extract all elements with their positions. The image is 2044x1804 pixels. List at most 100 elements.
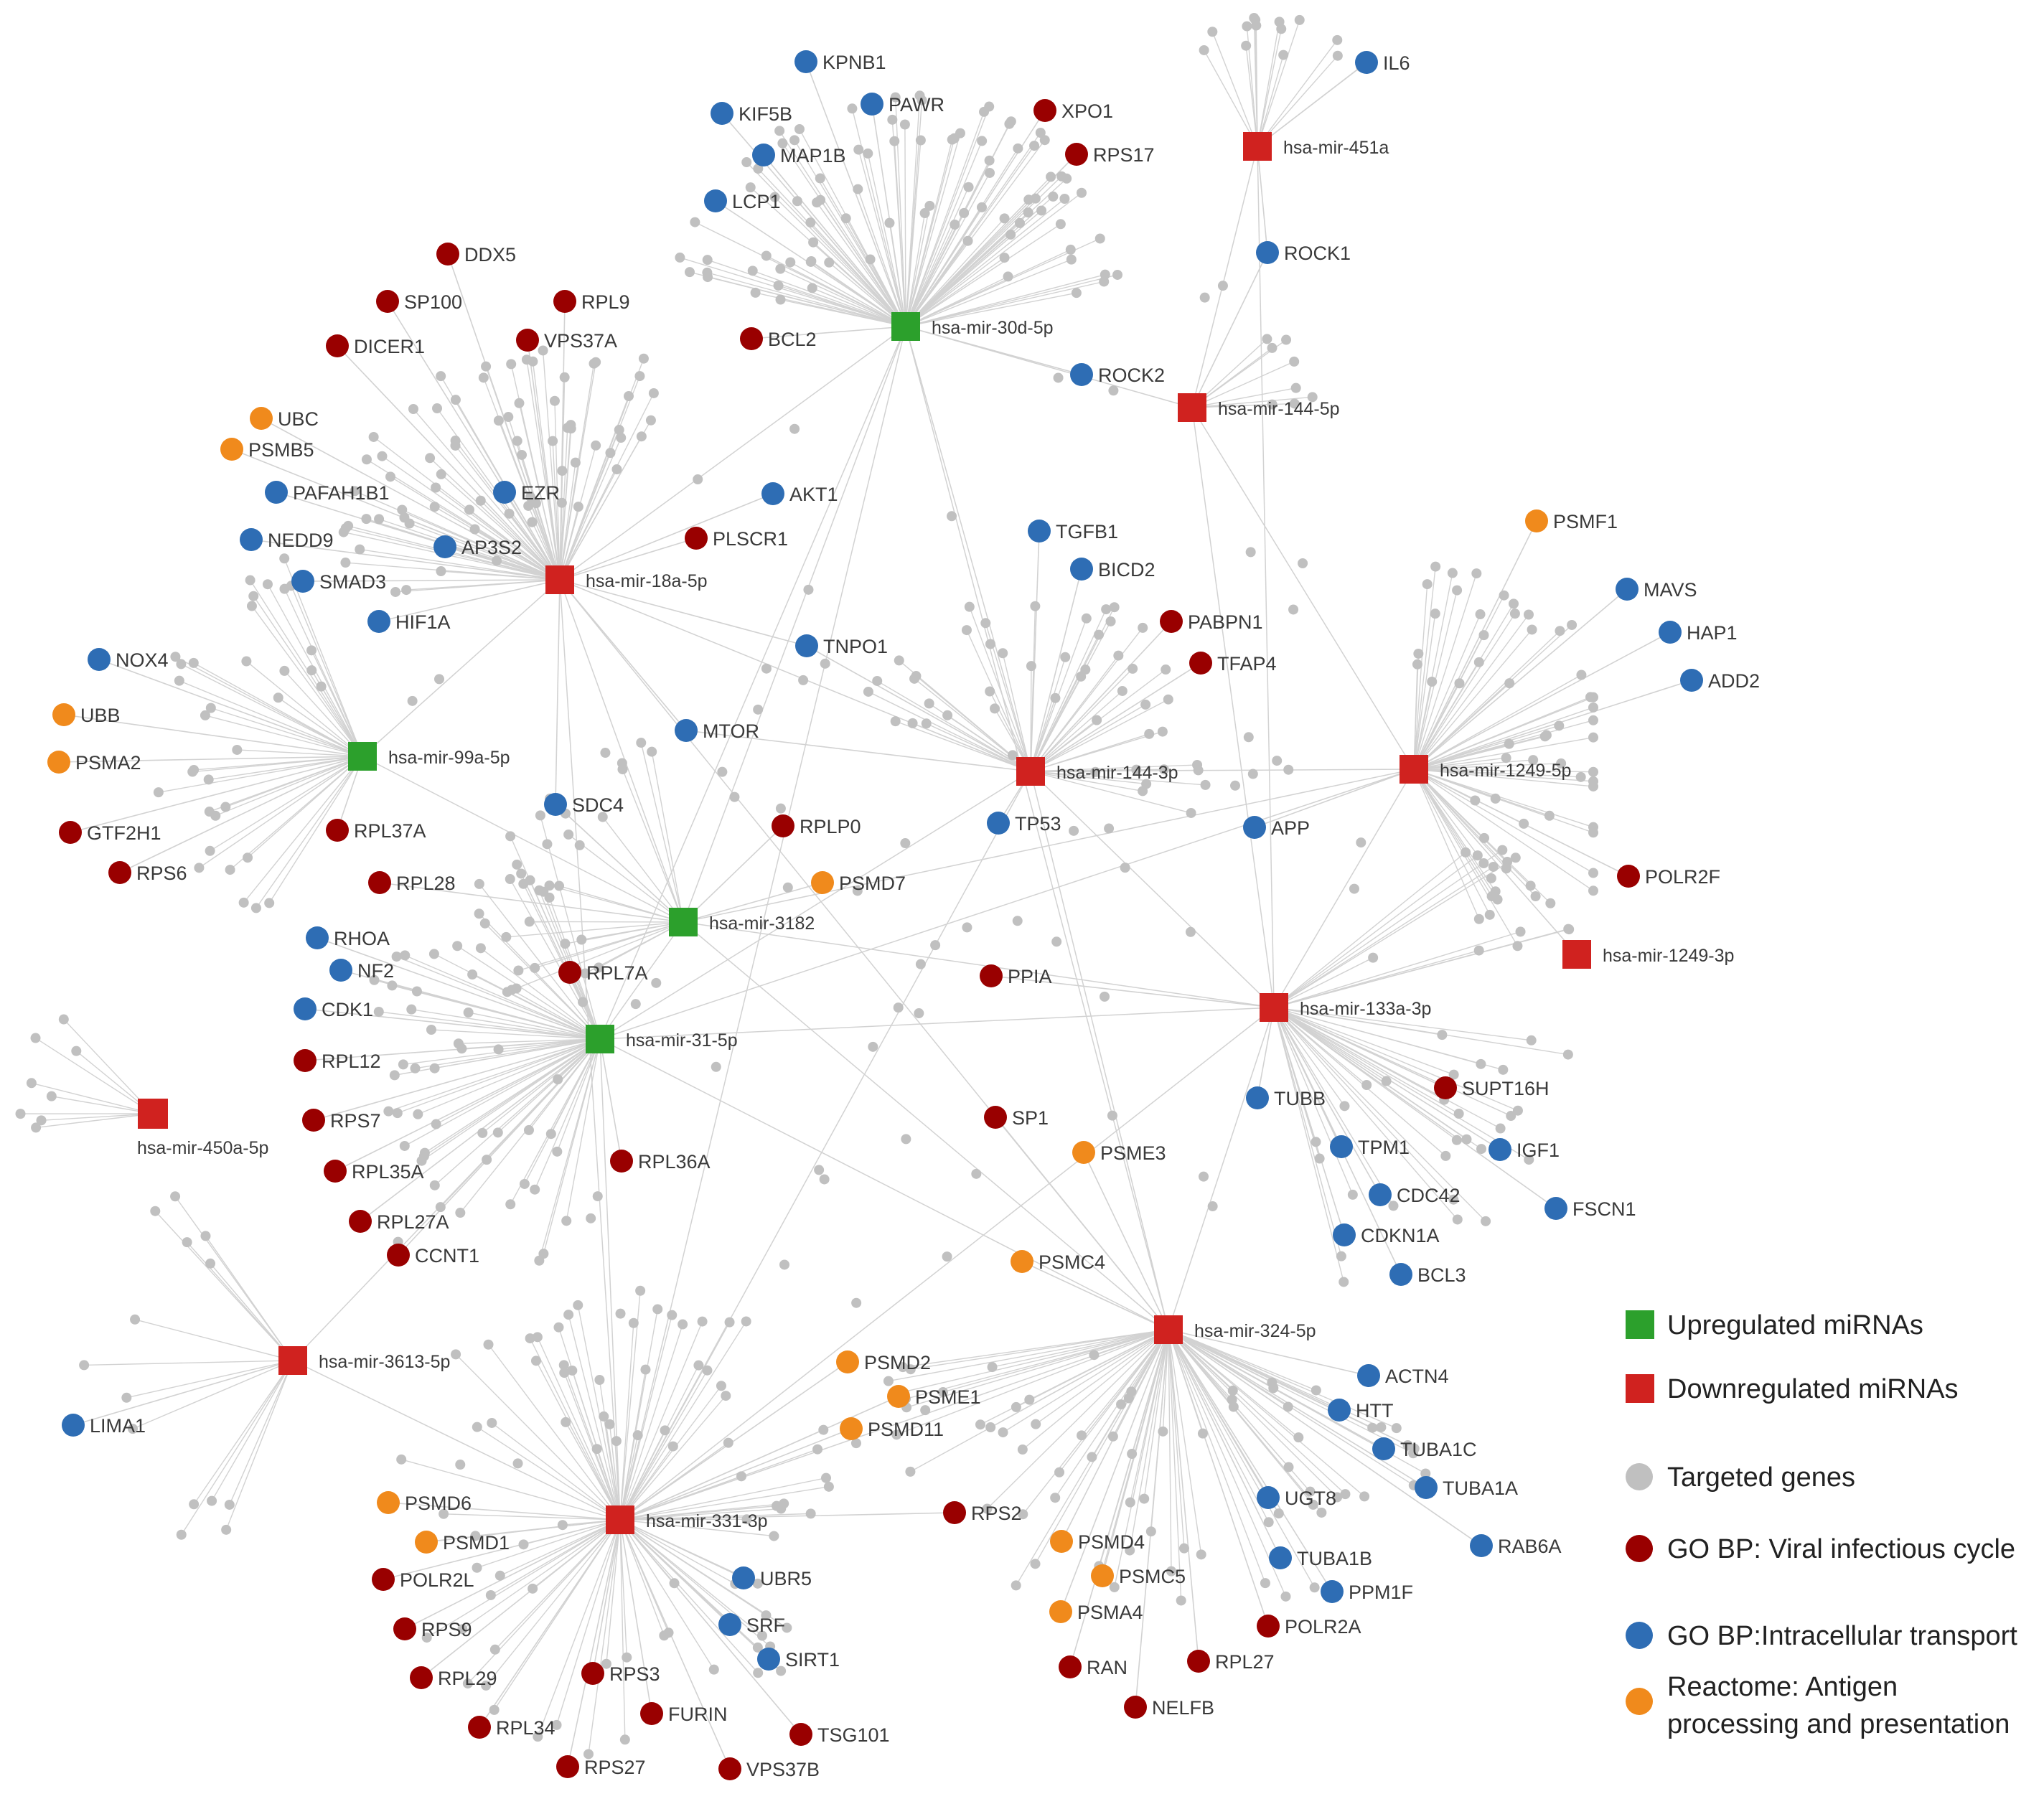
gene-node-tuba1c[interactable]: TUBA1C <box>1372 1437 1477 1460</box>
gene-node-psmd11[interactable]: PSMD11 <box>840 1417 944 1440</box>
gene-node-il6[interactable]: IL6 <box>1355 51 1410 74</box>
gene-node-furin[interactable]: FURIN <box>640 1702 728 1725</box>
gene-node-nf2[interactable]: NF2 <box>329 959 394 982</box>
gene-node-htt[interactable]: HTT <box>1328 1399 1393 1422</box>
gene-node-sp100[interactable]: SP100 <box>376 290 462 313</box>
gene-node-akt1[interactable]: AKT1 <box>761 482 838 505</box>
gene-node-rock1[interactable]: ROCK1 <box>1256 241 1351 264</box>
gene-node-tp53[interactable]: TP53 <box>987 812 1061 835</box>
gene-node-psme3[interactable]: PSME3 <box>1072 1141 1166 1164</box>
gene-node-polr2a[interactable]: POLR2A <box>1257 1615 1361 1638</box>
gene-node-smad3[interactable]: SMAD3 <box>291 570 386 593</box>
gene-node-tsg101[interactable]: TSG101 <box>789 1723 890 1746</box>
mirna-node-hsa-mir-1249-3p[interactable]: hsa-mir-1249-3p <box>1562 940 1734 969</box>
gene-node-mavs[interactable]: MAVS <box>1616 578 1697 601</box>
gene-node-nedd9[interactable]: NEDD9 <box>240 528 334 551</box>
gene-node-srf[interactable]: SRF <box>718 1613 785 1636</box>
gene-node-ppm1f[interactable]: PPM1F <box>1321 1580 1413 1603</box>
gene-node-tfap4[interactable]: TFAP4 <box>1189 652 1277 675</box>
gene-node-ap3s2[interactable]: AP3S2 <box>433 535 522 558</box>
gene-node-rpl27a[interactable]: RPL27A <box>349 1210 449 1233</box>
gene-node-psmd6[interactable]: PSMD6 <box>377 1491 472 1514</box>
gene-node-bcl2[interactable]: BCL2 <box>740 327 817 350</box>
gene-node-lcp1[interactable]: LCP1 <box>704 189 781 212</box>
gene-node-rab6a[interactable]: RAB6A <box>1470 1534 1562 1557</box>
gene-node-rpl34[interactable]: RPL34 <box>468 1716 555 1739</box>
mirna-node-hsa-mir-3182[interactable]: hsa-mir-3182 <box>669 908 815 936</box>
gene-node-psmd7[interactable]: PSMD7 <box>811 871 906 894</box>
gene-node-tgfb1[interactable]: TGFB1 <box>1028 520 1118 542</box>
mirna-node-hsa-mir-324-5p[interactable]: hsa-mir-324-5p <box>1154 1315 1316 1344</box>
mirna-node-hsa-mir-451a[interactable]: hsa-mir-451a <box>1243 132 1389 161</box>
gene-node-rps6[interactable]: RPS6 <box>108 861 187 884</box>
gene-node-polr2f[interactable]: POLR2F <box>1617 865 1720 888</box>
gene-node-psmf1[interactable]: PSMF1 <box>1525 509 1618 532</box>
gene-node-psmd2[interactable]: PSMD2 <box>836 1350 931 1373</box>
gene-node-psmd4[interactable]: PSMD4 <box>1050 1530 1145 1553</box>
gene-node-rps27[interactable]: RPS27 <box>556 1755 646 1778</box>
gene-node-map1b[interactable]: MAP1B <box>752 144 846 166</box>
gene-node-rpl36a[interactable]: RPL36A <box>610 1150 711 1173</box>
gene-node-rpl12[interactable]: RPL12 <box>294 1049 381 1072</box>
gene-node-rpl35a[interactable]: RPL35A <box>324 1160 424 1183</box>
gene-node-psma4[interactable]: PSMA4 <box>1049 1600 1143 1623</box>
gene-node-hif1a[interactable]: HIF1A <box>367 610 451 633</box>
gene-node-tuba1a[interactable]: TUBA1A <box>1415 1476 1518 1499</box>
mirna-node-hsa-mir-450a-5p[interactable]: hsa-mir-450a-5p <box>137 1099 268 1158</box>
gene-node-rps2[interactable]: RPS2 <box>943 1501 1022 1524</box>
gene-node-mtor[interactable]: MTOR <box>675 719 759 742</box>
gene-node-pafah1b1[interactable]: PAFAH1B1 <box>265 481 390 504</box>
mirna-node-hsa-mir-331-3p[interactable]: hsa-mir-331-3p <box>606 1505 768 1534</box>
gene-node-cdkn1a[interactable]: CDKN1A <box>1333 1223 1440 1246</box>
gene-node-rps7[interactable]: RPS7 <box>302 1109 381 1132</box>
gene-node-bicd2[interactable]: BICD2 <box>1070 558 1155 581</box>
gene-node-ccnt1[interactable]: CCNT1 <box>387 1244 479 1267</box>
gene-node-add2[interactable]: ADD2 <box>1680 669 1760 692</box>
gene-node-gtf2h1[interactable]: GTF2H1 <box>59 821 161 844</box>
mirna-node-hsa-mir-18a-5p[interactable]: hsa-mir-18a-5p <box>545 565 708 594</box>
gene-node-psmb5[interactable]: PSMB5 <box>220 438 314 461</box>
gene-node-hap1[interactable]: HAP1 <box>1659 621 1738 644</box>
gene-node-rpl28[interactable]: RPL28 <box>368 871 456 894</box>
gene-node-sp1[interactable]: SP1 <box>984 1106 1049 1129</box>
mirna-node-hsa-mir-144-3p[interactable]: hsa-mir-144-3p <box>1016 757 1178 786</box>
gene-node-dicer1[interactable]: DICER1 <box>326 334 425 357</box>
gene-node-bcl3[interactable]: BCL3 <box>1389 1263 1466 1286</box>
mirna-node-hsa-mir-3613-5p[interactable]: hsa-mir-3613-5p <box>278 1346 450 1375</box>
gene-node-ubc[interactable]: UBC <box>250 407 319 430</box>
gene-node-ugt8[interactable]: UGT8 <box>1257 1486 1336 1509</box>
gene-node-pawr[interactable]: PAWR <box>861 93 944 116</box>
gene-node-rplp0[interactable]: RPLP0 <box>772 814 861 837</box>
gene-node-lima1[interactable]: LIMA1 <box>62 1414 146 1437</box>
gene-node-cdk1[interactable]: CDK1 <box>294 997 373 1020</box>
gene-node-plscr1[interactable]: PLSCR1 <box>685 527 788 550</box>
gene-node-psmd1[interactable]: PSMD1 <box>415 1531 510 1554</box>
gene-node-actn4[interactable]: ACTN4 <box>1357 1364 1449 1387</box>
gene-node-tubb[interactable]: TUBB <box>1246 1086 1326 1109</box>
gene-node-ppia[interactable]: PPIA <box>980 964 1052 987</box>
mirna-node-hsa-mir-144-5p[interactable]: hsa-mir-144-5p <box>1178 393 1340 422</box>
gene-node-psmc4[interactable]: PSMC4 <box>1011 1250 1105 1273</box>
mirna-node-hsa-mir-30d-5p[interactable]: hsa-mir-30d-5p <box>891 312 1054 341</box>
gene-node-app[interactable]: APP <box>1243 816 1310 839</box>
gene-node-psme1[interactable]: PSME1 <box>887 1385 981 1408</box>
mirna-node-hsa-mir-31-5p[interactable]: hsa-mir-31-5p <box>586 1025 738 1053</box>
gene-node-tuba1b[interactable]: TUBA1B <box>1269 1546 1372 1569</box>
mirna-node-hsa-mir-99a-5p[interactable]: hsa-mir-99a-5p <box>348 742 510 771</box>
mirna-node-hsa-mir-1249-5p[interactable]: hsa-mir-1249-5p <box>1400 755 1571 784</box>
gene-node-rpl27[interactable]: RPL27 <box>1187 1650 1275 1673</box>
gene-node-psmc5[interactable]: PSMC5 <box>1091 1564 1186 1587</box>
gene-node-ddx5[interactable]: DDX5 <box>436 243 516 266</box>
gene-node-vps37a[interactable]: VPS37A <box>516 329 617 352</box>
gene-node-fscn1[interactable]: FSCN1 <box>1544 1197 1636 1220</box>
gene-node-ubb[interactable]: UBB <box>52 703 121 726</box>
gene-node-polr2l[interactable]: POLR2L <box>372 1568 474 1591</box>
gene-node-ezr[interactable]: EZR <box>493 481 560 504</box>
gene-node-rpl29[interactable]: RPL29 <box>410 1666 497 1689</box>
gene-node-psma2[interactable]: PSMA2 <box>47 751 141 774</box>
mirna-node-hsa-mir-133a-3p[interactable]: hsa-mir-133a-3p <box>1260 993 1431 1022</box>
gene-node-nox4[interactable]: NOX4 <box>88 648 169 671</box>
gene-node-xpo1[interactable]: XPO1 <box>1033 99 1113 122</box>
gene-node-igf1[interactable]: IGF1 <box>1489 1138 1560 1161</box>
gene-node-sdc4[interactable]: SDC4 <box>544 793 624 816</box>
